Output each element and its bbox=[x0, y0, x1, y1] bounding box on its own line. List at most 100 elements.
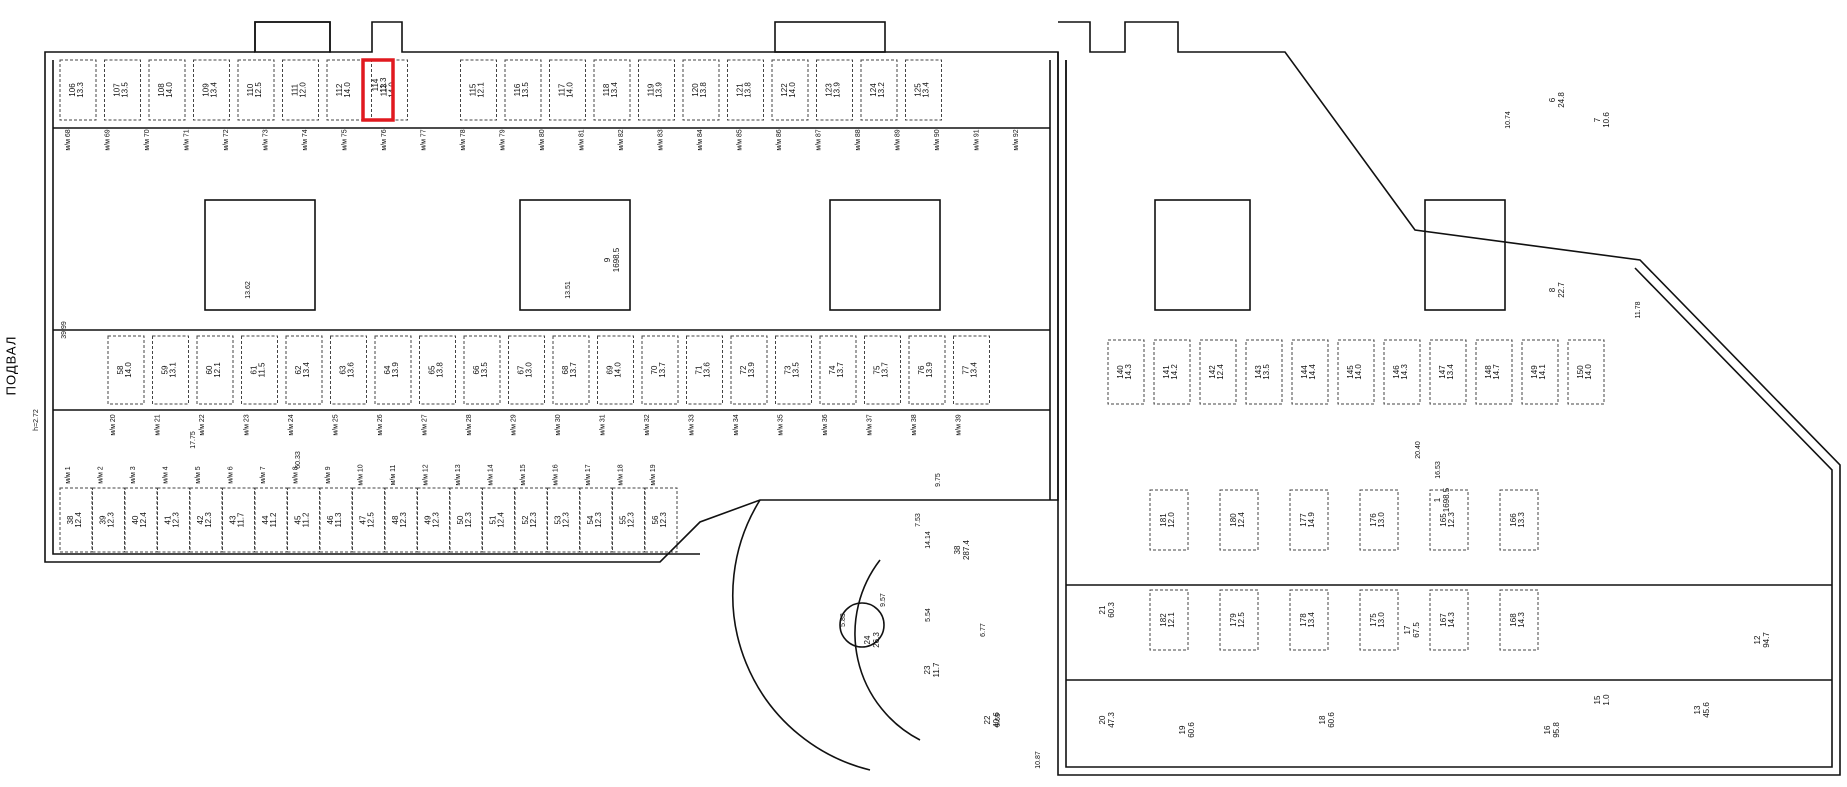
outer-wall-right-block bbox=[1057, 21, 1841, 776]
stall-area: 13.7 bbox=[658, 362, 667, 378]
stall-number: 117 bbox=[558, 83, 567, 96]
stall-area: 12.3 bbox=[627, 512, 636, 528]
stall-number: 167 bbox=[1439, 613, 1448, 627]
parking-place-label: м/м 27 bbox=[422, 414, 429, 435]
stall-number: 148 bbox=[1484, 365, 1493, 379]
stall-number: 166 bbox=[1509, 513, 1518, 527]
parking-place-label: м/м 72 bbox=[223, 129, 230, 150]
stall-outline bbox=[508, 335, 545, 405]
parking-place-label: м/м 7 bbox=[260, 466, 267, 484]
dimension-label: 20.40 bbox=[1415, 441, 1422, 459]
large-unit-number: 19 bbox=[1178, 725, 1187, 734]
stall-area: 13.4 bbox=[302, 362, 311, 378]
parking-place-label: м/м 14 bbox=[488, 464, 495, 485]
stall-number: 43 bbox=[229, 515, 238, 524]
parking-place-label: м/м 86 bbox=[776, 129, 783, 150]
large-unit-area: 1.0 bbox=[1602, 694, 1611, 706]
stall-area: 12.3 bbox=[107, 512, 116, 528]
stall-number: 111 bbox=[291, 83, 300, 96]
parking-place-label: м/м 38 bbox=[911, 414, 918, 435]
stall-area: 13.4 bbox=[970, 362, 979, 378]
stall-number: 179 bbox=[1229, 613, 1238, 627]
stall-outline bbox=[189, 487, 223, 553]
dimension-label: 6.69 bbox=[995, 713, 1002, 727]
large-unit-number: 22 bbox=[983, 715, 992, 724]
stall-number: 110 bbox=[246, 83, 255, 96]
stall-area: 12.3 bbox=[172, 512, 181, 528]
stall-number: 109 bbox=[202, 83, 211, 97]
parking-place-label: м/м 36 bbox=[822, 414, 829, 435]
stall-number: 52 bbox=[521, 515, 530, 524]
stall-number: 66 bbox=[472, 365, 481, 374]
stall-area: 12.1 bbox=[477, 82, 486, 98]
stall-outline bbox=[1149, 589, 1189, 651]
parking-place-label: м/м 9 bbox=[325, 466, 332, 484]
stall-number: 51 bbox=[489, 515, 498, 524]
stall-outline bbox=[1429, 589, 1469, 651]
stall-number: 42 bbox=[196, 515, 205, 524]
dimension-label: 9.57 bbox=[880, 593, 887, 607]
stall-outline bbox=[1429, 489, 1469, 551]
parking-place-label: м/м 23 bbox=[244, 414, 251, 435]
stall-outline bbox=[514, 487, 548, 553]
stall-outline bbox=[92, 487, 125, 553]
dimension-label: h=2.72 bbox=[33, 409, 40, 431]
parking-place-label: м/м 70 bbox=[144, 129, 151, 150]
core-room-1 bbox=[204, 199, 316, 311]
dimension-label: 39.99 bbox=[61, 321, 68, 339]
stall-outline bbox=[419, 335, 456, 405]
stall-outline bbox=[196, 335, 234, 405]
stall-number: 54 bbox=[586, 515, 595, 524]
stall-area: 13.9 bbox=[747, 362, 756, 378]
stall-outline bbox=[1337, 339, 1375, 405]
stall-area: 12.3 bbox=[464, 512, 473, 528]
stall-number: 76 bbox=[917, 365, 926, 374]
dimension-label: 6.77 bbox=[980, 623, 987, 637]
parking-place-label: м/м 84 bbox=[697, 129, 704, 150]
parking-place-label: м/м 19 bbox=[650, 464, 657, 485]
stall-area: 12.3 bbox=[399, 512, 408, 528]
stall-number: 143 bbox=[1254, 365, 1263, 379]
stall-outline bbox=[352, 487, 385, 553]
stall-area: 14.4 bbox=[1308, 364, 1317, 380]
large-unit-area: 40.6 bbox=[992, 712, 1001, 728]
dimension-label: 7.53 bbox=[915, 513, 922, 527]
parking-place-label: м/м 30 bbox=[555, 414, 562, 435]
stall-outline bbox=[1499, 489, 1539, 551]
ramp-outer bbox=[731, 499, 871, 771]
stall-area: 14.3 bbox=[1517, 612, 1526, 628]
stall-area: 14.3 bbox=[1447, 612, 1456, 628]
stall-area: 13.0 bbox=[525, 362, 534, 378]
large-unit-number: 38 bbox=[953, 545, 962, 554]
stall-outline bbox=[860, 59, 898, 121]
stall-number: 67 bbox=[517, 365, 526, 374]
large-unit-number: 9 bbox=[603, 257, 612, 262]
stall-area: 13.9 bbox=[925, 362, 934, 378]
parking-place-label: м/м 90 bbox=[934, 129, 941, 150]
stall-area: 12.4 bbox=[497, 512, 506, 528]
stall-area: 14.1 bbox=[1538, 364, 1547, 380]
